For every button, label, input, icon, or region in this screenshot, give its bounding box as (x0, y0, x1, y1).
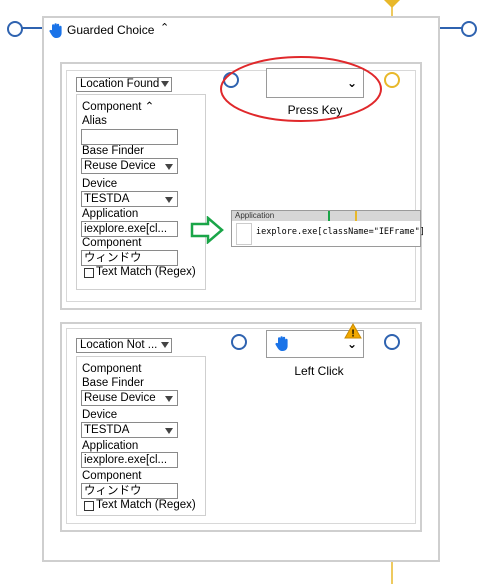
branch-condition-value: Location Found (80, 78, 160, 90)
device-value: TESTDA (84, 193, 130, 205)
component-input[interactable]: ウィンドウ (81, 483, 178, 499)
text-match-checkbox[interactable] (84, 501, 94, 511)
base-finder-select[interactable]: Reuse Device (81, 158, 178, 174)
device-select[interactable]: TESTDA (81, 422, 178, 438)
hand-icon (275, 336, 288, 351)
preview-gutter (236, 223, 252, 245)
properties-header-label: Component (82, 101, 142, 113)
dropdown-arrow-icon (161, 81, 169, 87)
branch-condition-select[interactable]: Location Found (76, 77, 172, 92)
application-label: Application (82, 208, 139, 220)
dropdown-arrow-icon (165, 428, 173, 434)
application-input[interactable]: iexplore.exe[cl... (81, 221, 178, 237)
chevron-up-icon[interactable]: ⌃ (160, 22, 170, 34)
base-finder-label: Base Finder (82, 377, 145, 389)
text-match-checkbox[interactable] (84, 268, 94, 278)
entry-port[interactable] (6, 20, 24, 38)
dropdown-arrow-icon (161, 342, 169, 348)
preview-marker-yellow (355, 211, 357, 221)
chevron-up-icon[interactable]: ⌃ (144, 101, 155, 113)
application-preview-panel: Application iexplore.exe[className="IEFr… (231, 210, 425, 247)
device-label: Device (82, 178, 118, 190)
base-finder-label: Base Finder (82, 145, 145, 157)
component-label: Component (82, 470, 142, 482)
press-key-label: Press Key (287, 103, 343, 117)
application-input[interactable]: iexplore.exe[cl... (81, 452, 178, 468)
timeline-marker (384, 0, 400, 8)
preview-marker-green (328, 211, 330, 221)
device-label: Device (82, 409, 118, 421)
chevron-down-icon[interactable]: ⌄ (347, 337, 358, 351)
dropdown-arrow-icon (165, 396, 173, 402)
press-key-node[interactable]: ⌄ (266, 68, 364, 98)
component-label: Component (82, 237, 142, 249)
device-select[interactable]: TESTDA (81, 191, 178, 207)
highlight-circle (220, 56, 382, 122)
branch-condition-value: Location Not ... (80, 339, 158, 351)
device-value: TESTDA (84, 424, 130, 436)
warning-mark: ! (351, 329, 354, 340)
component-input[interactable]: ウィンドウ (81, 250, 178, 266)
text-match-label: Text Match (Regex) (96, 266, 196, 278)
chevron-down-icon[interactable]: ⌄ (347, 76, 358, 90)
dropdown-arrow-icon (165, 164, 173, 170)
alias-input[interactable] (81, 129, 178, 145)
arrow-right-icon (190, 216, 224, 244)
base-finder-value: Reuse Device (84, 160, 156, 172)
application-preview-value: iexplore.exe[className="IEFrame"] (256, 227, 425, 237)
application-preview-title: Application (232, 211, 420, 221)
exit-port[interactable] (460, 20, 478, 38)
connector-port[interactable] (382, 70, 404, 92)
left-click-label: Left Click (294, 364, 344, 378)
warning-icon[interactable]: ! (344, 323, 362, 339)
connector-port[interactable] (382, 332, 404, 354)
hand-icon (49, 23, 62, 38)
alias-label: Alias (82, 115, 107, 127)
properties-header: Component (82, 363, 142, 375)
dropdown-arrow-icon (165, 197, 173, 203)
application-label: Application (82, 440, 139, 452)
branch-condition-select[interactable]: Location Not ... (76, 338, 172, 353)
properties-header: Component ⌃ (82, 100, 154, 114)
base-finder-value: Reuse Device (84, 392, 156, 404)
base-finder-select[interactable]: Reuse Device (81, 390, 178, 406)
connector-port[interactable] (228, 332, 250, 354)
guarded-choice-title: Guarded Choice (67, 23, 155, 37)
text-match-label: Text Match (Regex) (96, 499, 196, 511)
